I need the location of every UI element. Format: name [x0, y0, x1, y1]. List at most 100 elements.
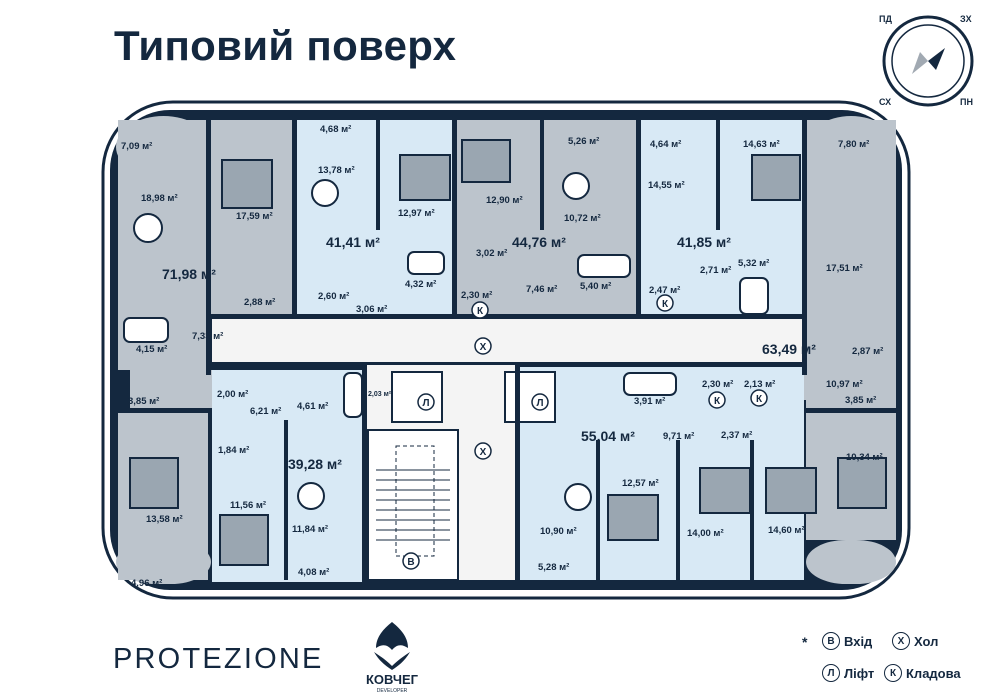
compass-ne: ЗХ: [960, 14, 972, 24]
room-area: 2,88 м²: [244, 297, 275, 308]
storage-area: 2,13 м²: [744, 379, 775, 390]
room-area: 4,64 м²: [650, 139, 681, 150]
room-area: 2,00 м²: [217, 389, 248, 400]
room-area: 2,87 м²: [852, 346, 883, 357]
hall-marker: Х: [474, 337, 492, 355]
lift-shaft: [504, 371, 556, 423]
legend-storage: К Кладова: [884, 664, 961, 682]
room-area: 7,33 м²: [192, 331, 223, 342]
room-area: 5,32 м²: [738, 258, 769, 269]
room-area: 3,06 м²: [356, 304, 387, 315]
room-area: 14,63 м²: [743, 139, 780, 150]
storage-area: 2,30 м²: [461, 290, 492, 301]
room-area: 4,32 м²: [405, 279, 436, 290]
legend-hall: Х Хол: [892, 632, 938, 650]
room-area: 2,37 м²: [721, 430, 752, 441]
room-area: 7,09 м²: [121, 141, 152, 152]
stairs: [376, 445, 450, 557]
apartment-total: 44,76 м²: [512, 234, 566, 250]
room-area: 10,72 м²: [564, 213, 601, 224]
room-area: 2,60 м²: [318, 291, 349, 302]
legend-lift-label: Ліфт: [844, 665, 875, 681]
apartment-total: 63,49 м²: [762, 341, 816, 357]
storage-icon: К: [884, 664, 902, 682]
room: [130, 370, 212, 410]
room-area: 7,80 м²: [838, 139, 869, 150]
room-area: 12,97 м²: [398, 208, 435, 219]
page-title: Типовий поверх: [114, 22, 457, 69]
room-area: 3,02 м²: [476, 248, 507, 259]
balcony: [806, 540, 896, 584]
room-area: 3,85 м²: [845, 395, 876, 406]
storage-area: 2,03 м²: [368, 391, 392, 398]
bathtub: [123, 251, 769, 418]
room-area: 5,28 м²: [538, 562, 569, 573]
building-outline: [101, 100, 911, 600]
apartment-41-41[interactable]: [296, 120, 452, 315]
room-area: 1,84 м²: [218, 445, 249, 456]
room-area: 7,46 м²: [526, 284, 557, 295]
room-area: 11,56 м²: [230, 500, 266, 511]
svg-text:Х: Х: [480, 447, 487, 458]
svg-text:К: К: [714, 396, 721, 407]
room-area: 17,51 м²: [826, 263, 863, 274]
room-area: 10,34 м²: [846, 452, 883, 463]
lift-shaft: [391, 371, 443, 423]
apartment-total: 41,85 м²: [677, 234, 731, 250]
room-area: 14,60 м²: [768, 525, 805, 536]
room-area: 18,98 м²: [141, 193, 178, 204]
svg-text:К: К: [477, 306, 484, 317]
corridor: [212, 318, 807, 362]
lift-marker: Л: [531, 393, 549, 411]
storage-area: 2,47 м²: [649, 285, 680, 296]
room-area: 4,08 м²: [298, 567, 329, 578]
room-area: 10,90 м²: [540, 526, 577, 537]
apartment-41-85[interactable]: [640, 120, 805, 315]
storage-marker: К: [471, 301, 489, 319]
svg-text:Л: Л: [536, 398, 543, 409]
room-area: 2,71 м²: [700, 265, 731, 276]
room-area: 3,91 м²: [634, 396, 665, 407]
legend-entrance: В Вхід: [822, 632, 872, 650]
room-area: 14,00 м²: [687, 528, 724, 539]
room-area: 3,85 м²: [128, 396, 159, 407]
apartment-total: 55,04 м²: [581, 428, 635, 444]
room-area: 12,57 м²: [622, 478, 659, 489]
hall-icon: Х: [892, 632, 910, 650]
apartment-total: 41,41 м²: [326, 234, 380, 250]
storage-marker: К: [656, 294, 674, 312]
svg-text:К: К: [662, 299, 669, 310]
developer-logo: КОВЧЕГ DEVELOPER: [366, 622, 419, 694]
compass-nw: ПД: [879, 14, 892, 24]
apartment-total: 39,28 м²: [288, 456, 342, 472]
svg-text:К: К: [756, 394, 763, 405]
storage-marker: К: [750, 389, 768, 407]
room: [206, 120, 292, 315]
bed-furniture: [129, 139, 887, 566]
developer-name: КОВЧЕГ: [366, 672, 419, 687]
room-area: 5,40 м²: [580, 281, 611, 292]
room-area: 5,26 м²: [568, 136, 599, 147]
legend-lift: Л Ліфт: [822, 664, 874, 682]
room-area: 10,97 м²: [826, 379, 863, 390]
developer-tagline: DEVELOPER: [377, 688, 408, 694]
entrance-marker: В: [402, 552, 420, 570]
compass-icon: [882, 15, 974, 107]
room-area: 4,15 м²: [136, 344, 167, 355]
brand-logo: PROTEZIONE: [113, 643, 324, 675]
room-area: 9,71 м²: [663, 431, 694, 442]
svg-text:Х: Х: [480, 342, 487, 353]
compass-sw: СХ: [879, 97, 891, 107]
room-area: 4,61 м²: [297, 401, 328, 412]
legend-entrance-label: Вхід: [844, 633, 873, 649]
storage-area: 2,30 м²: [702, 379, 733, 390]
room-area: 4,96 м²: [131, 578, 162, 589]
star-icon: *: [802, 634, 808, 650]
hall-marker: Х: [474, 442, 492, 460]
room-area: 4,68 м²: [320, 124, 351, 135]
svg-text:В: В: [407, 557, 414, 568]
storage-marker: К: [708, 391, 726, 409]
lift-icon: Л: [822, 664, 840, 682]
dining-table: [133, 172, 592, 511]
